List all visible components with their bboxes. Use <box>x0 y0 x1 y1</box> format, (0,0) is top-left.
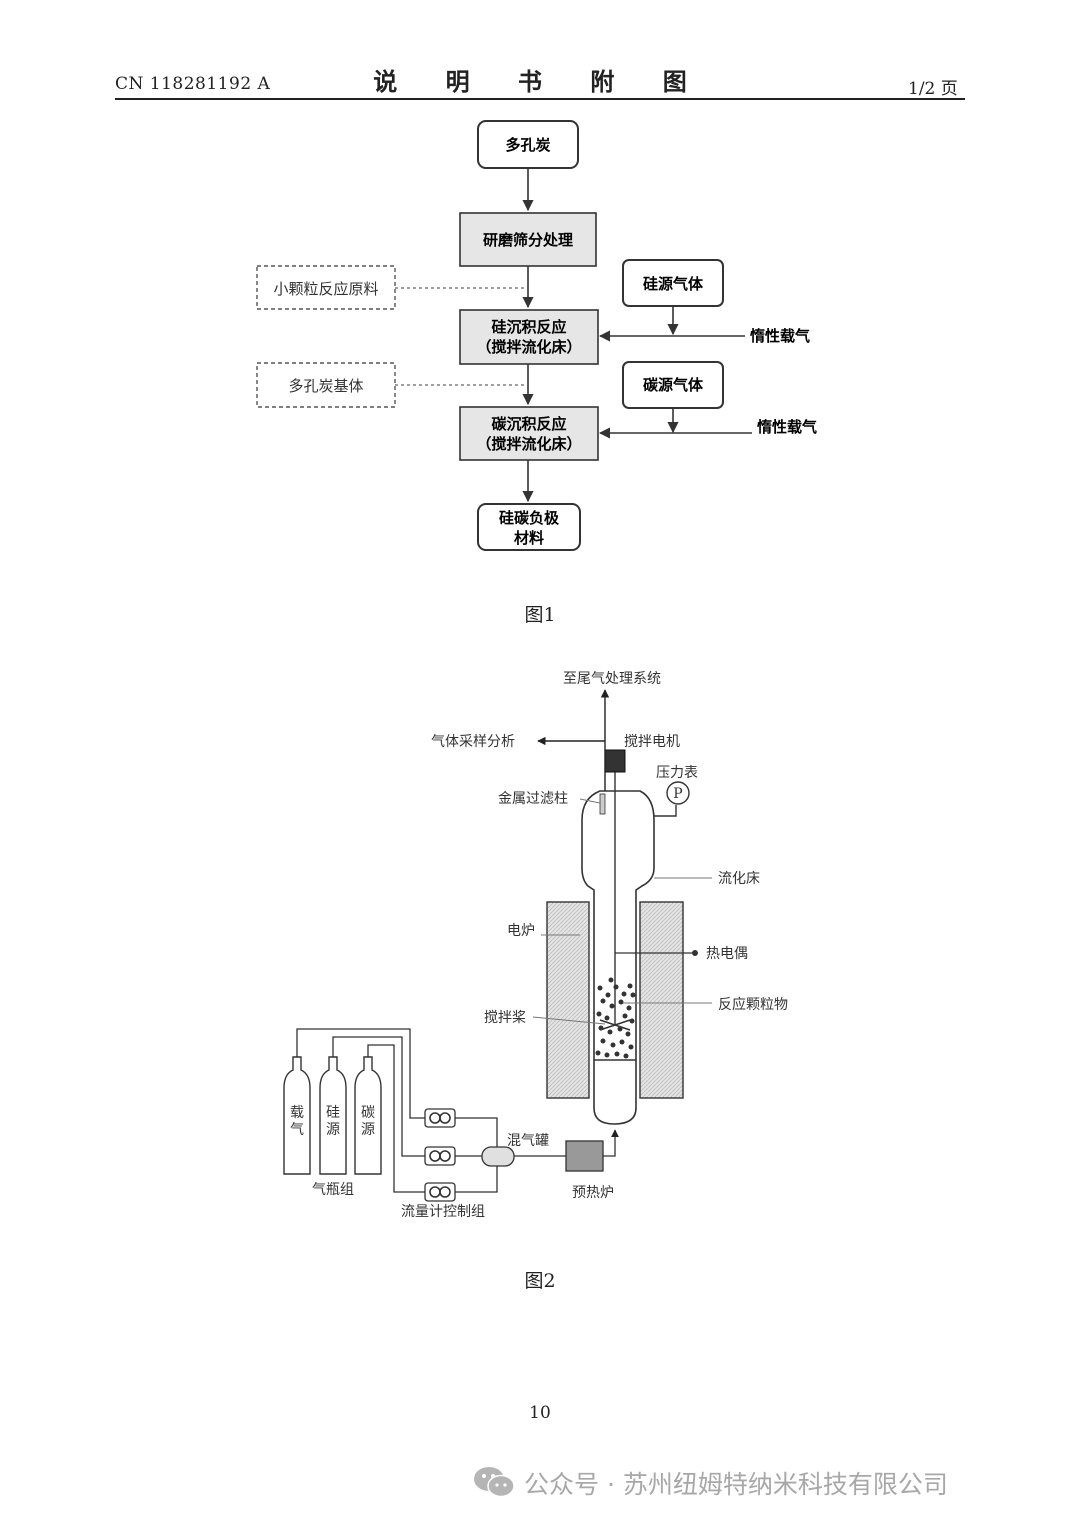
thermocouple-tip <box>692 950 698 956</box>
wechat-icon <box>474 1467 515 1498</box>
cylinder-silicon <box>319 1056 347 1175</box>
label-thermocouple: 热电偶 <box>706 946 748 962</box>
leader-lines <box>532 798 712 1025</box>
node-porous-carbon-label: 多孔炭 <box>505 136 550 154</box>
node-si-deposition-line2: （搅拌流化床） <box>476 338 581 356</box>
flowmeter-3 <box>424 1182 456 1202</box>
label-reaction-particles: 反应颗粒物 <box>718 996 788 1013</box>
label-tail-gas: 至尾气处理系统 <box>563 671 661 687</box>
node-grinding-label: 研磨筛分处理 <box>483 231 573 249</box>
node-product-line1: 硅碳负极 <box>499 509 560 527</box>
figure1-flowchart: 多孔炭 研磨筛分处理 小颗粒反应原料 硅源气体 硅沉积反应 （搅拌流化床） 惰性… <box>256 120 817 551</box>
reaction-particles <box>595 977 636 1059</box>
cylinder-label-silicon-1: 硅 <box>326 1105 340 1121</box>
label-preheater: 预热炉 <box>572 1185 614 1201</box>
stirrer-paddle <box>599 1019 631 1031</box>
flowmeter-1 <box>424 1108 456 1128</box>
pressure-gauge-symbol: P <box>673 786 682 802</box>
node-porous-carbon-matrix-label: 多孔炭基体 <box>288 377 363 395</box>
metal-filter <box>599 793 606 815</box>
cylinder-label-carrier-1: 载 <box>290 1105 304 1121</box>
label-pressure-gauge: 压力表 <box>656 765 698 781</box>
node-c-source-label: 碳源气体 <box>643 376 704 394</box>
node-small-particle <box>256 265 396 310</box>
patent-number: CN 118281192 A <box>115 74 271 94</box>
node-c-deposition-line1: 碳沉积反应 <box>491 415 566 433</box>
inert-gas-label-2: 惰性载气 <box>757 418 817 436</box>
figure1-caption: 图1 <box>524 604 556 626</box>
node-si-source-label: 硅源气体 <box>643 275 704 293</box>
furnace-left <box>546 901 590 1099</box>
header-rule <box>115 98 965 100</box>
node-product <box>477 503 581 551</box>
watermark: 公众号 · 苏州纽姆特纳米科技有限公司 <box>472 1463 1052 1503</box>
label-stir-paddle: 搅拌桨 <box>484 1009 526 1026</box>
label-metal-filter: 金属过滤柱 <box>498 791 568 807</box>
label-fluidized-bed: 流化床 <box>718 871 760 887</box>
gas-lines <box>296 1028 619 1193</box>
node-c-source <box>622 361 724 409</box>
node-si-deposition-line1: 硅沉积反应 <box>491 318 566 336</box>
cylinder-carrier <box>283 1056 311 1175</box>
flowmeter-2 <box>424 1146 456 1166</box>
label-mixing-tank: 混气罐 <box>507 1133 549 1149</box>
watermark-text: 公众号 · 苏州纽姆特纳米科技有限公司 <box>524 1470 948 1499</box>
mixing-tank <box>481 1146 515 1167</box>
figure2-caption: 图2 <box>524 1270 556 1292</box>
pressure-gauge-line <box>654 805 677 817</box>
stir-motor <box>604 749 626 773</box>
node-small-particle-label: 小颗粒反应原料 <box>273 280 378 298</box>
flow-connectors <box>522 168 752 503</box>
node-si-source <box>622 259 724 307</box>
node-c-deposition <box>459 406 599 461</box>
furnace-right <box>639 901 684 1099</box>
node-porous-carbon-matrix <box>256 362 396 408</box>
node-c-deposition-line2: （搅拌流化床） <box>476 435 581 453</box>
figure2-apparatus: P 至尾气处 <box>283 671 788 1220</box>
label-electric-furnace: 电炉 <box>507 923 535 939</box>
inert-gas-label-1: 惰性载气 <box>750 327 810 345</box>
node-si-deposition <box>459 309 599 365</box>
label-stir-motor: 搅拌电机 <box>624 734 680 750</box>
cylinder-labels: 载 气 硅 源 碳 源 <box>290 1105 375 1138</box>
label-gas-sampling: 气体采样分析 <box>431 734 515 750</box>
page-number: 10 <box>529 1403 551 1423</box>
label-flowmeter-group: 流量计控制组 <box>401 1204 485 1220</box>
cylinder-label-silicon-2: 源 <box>326 1122 340 1138</box>
page-title: 说 明 书 附 图 <box>373 68 707 96</box>
preheater <box>565 1140 604 1172</box>
cylinder-label-carrier-2: 气 <box>290 1122 304 1138</box>
cylinder-carbon <box>354 1056 382 1175</box>
node-porous-carbon <box>477 120 579 169</box>
cylinder-label-carbon-1: 碳 <box>361 1105 375 1121</box>
node-grinding <box>459 212 597 267</box>
pressure-gauge <box>666 781 690 805</box>
cylinder-label-carbon-2: 源 <box>361 1122 375 1138</box>
label-gas-cylinder-group: 气瓶组 <box>312 1182 354 1198</box>
dashed-connectors <box>395 287 526 386</box>
page-info: 1/2 页 <box>908 79 958 99</box>
node-product-line2: 材料 <box>514 529 544 547</box>
fluidized-bed-vessel <box>581 790 655 1125</box>
